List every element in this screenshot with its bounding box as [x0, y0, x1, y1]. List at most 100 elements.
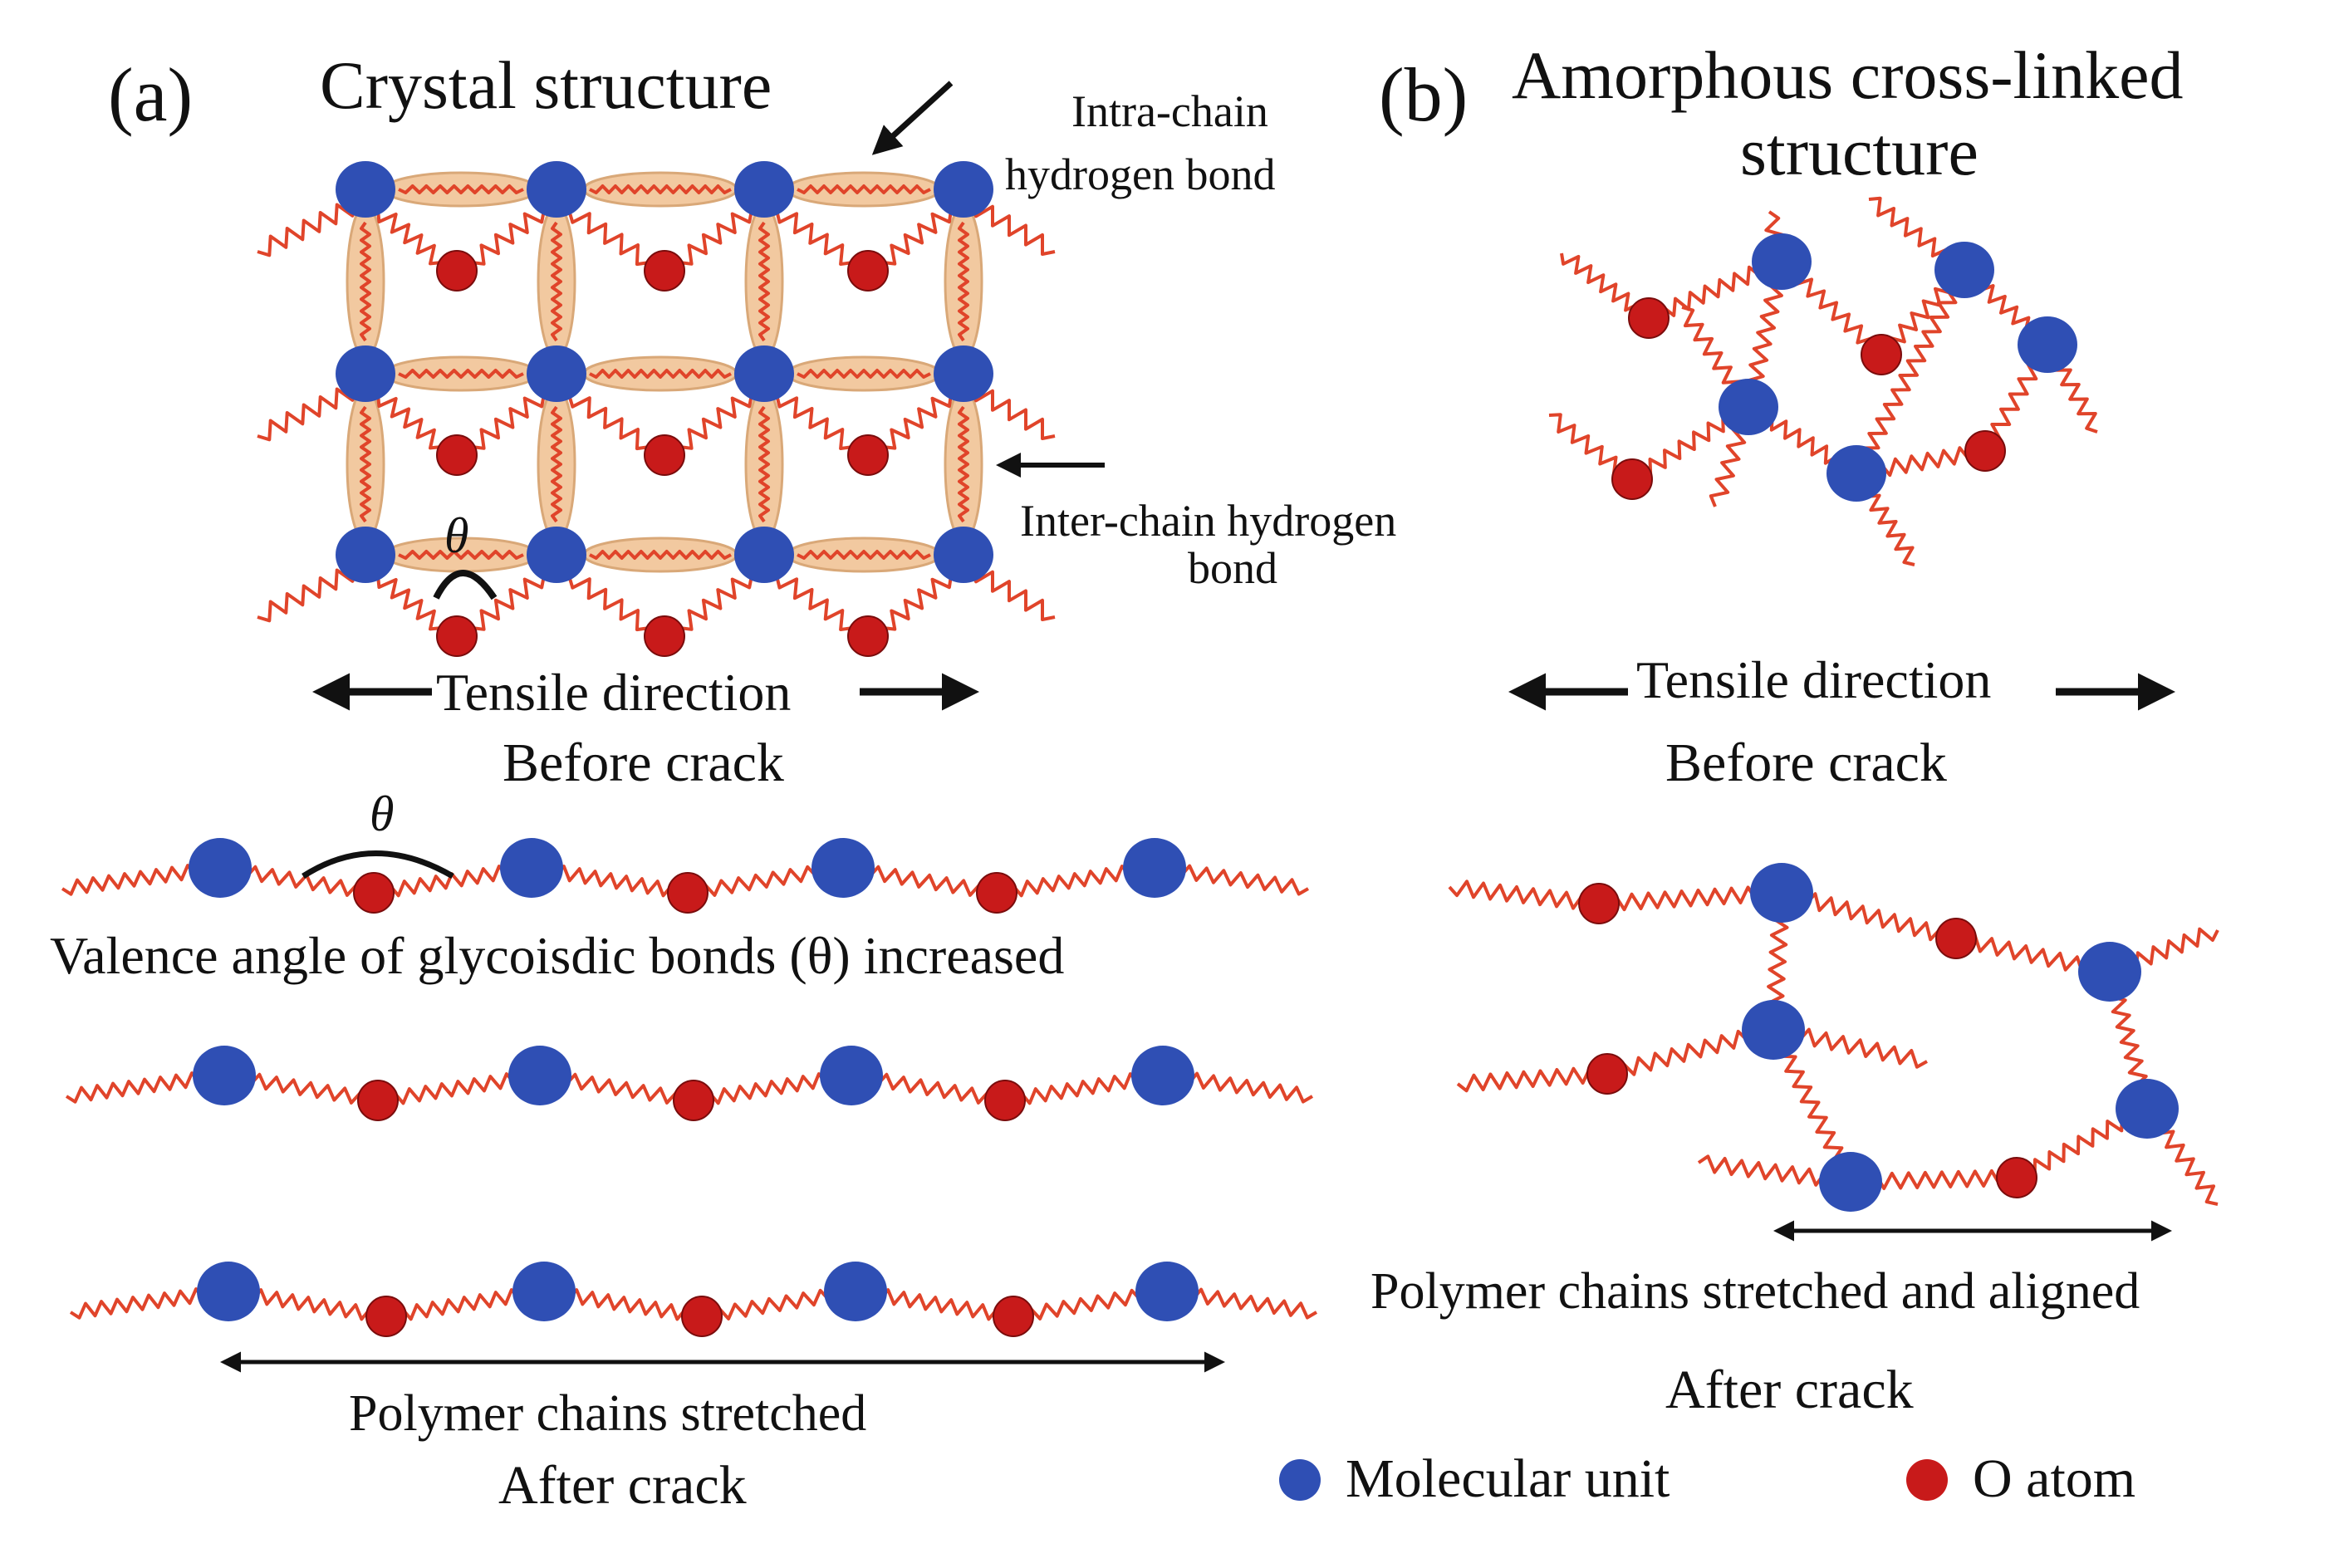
panel-b-title-line2: structure: [1740, 114, 1979, 189]
intra-chain-hydrogen-bond: [786, 537, 942, 573]
legend-o-atom-swatch: [1906, 1459, 1948, 1501]
crystal-chain-segment: [775, 575, 854, 631]
tensile-direction-label-b: Tensile direction: [1636, 650, 1991, 709]
o-atom: [681, 1296, 723, 1337]
molecular-unit-atom: [197, 1262, 260, 1321]
molecular-unit-atom: [1750, 863, 1813, 923]
after-crack-label-b: After crack: [1665, 1360, 1914, 1420]
crystal-chain-segment: [471, 394, 546, 450]
crystal-chain-segment: [970, 569, 1056, 621]
intra-chain-bond-line: [398, 550, 524, 560]
intra-chain-bond-line: [797, 369, 931, 379]
crystal-chain-segment: [970, 388, 1056, 440]
inter-chain-hydrogen-bond: [944, 386, 983, 542]
before-crack-label-b: Before crack: [1665, 733, 1947, 793]
molecular-unit-atom: [824, 1262, 887, 1321]
legend-o-atom-label: O atom: [1973, 1448, 2135, 1509]
inter-chain-bond-line: [958, 221, 969, 342]
intra-chain-hydrogen-bond: [786, 171, 942, 208]
inter-chain-bond-line: [360, 405, 371, 523]
o-atom: [673, 1080, 714, 1121]
molecular-unit-atom: [512, 1262, 576, 1321]
o-atom: [436, 250, 478, 292]
crystal-chain-segment: [567, 209, 650, 267]
intra-chain-pointer-arrow: [871, 81, 954, 155]
crystal-chain-segment: [376, 394, 443, 450]
molecular-unit-atom: [812, 838, 875, 898]
molecular-unit-atom: [1135, 1262, 1199, 1321]
crystal-chain-segment: [257, 387, 359, 442]
intra-chain-label-line1: Intra-chain: [1071, 86, 1268, 136]
hydrogen-bond-layer: [346, 171, 983, 573]
inter-chain-hydrogen-bond: [346, 203, 385, 360]
panel-a-title: Crystal structure: [320, 47, 772, 123]
molecular-unit-atom: [2078, 942, 2141, 1002]
o-atom: [847, 434, 889, 476]
amorphous-chain-segment: [1851, 268, 1965, 474]
inter-chain-bond-line: [551, 405, 562, 523]
molecular-unit-atom: [1123, 838, 1186, 898]
o-atom: [436, 434, 478, 476]
intra-chain-bond-line: [797, 550, 931, 560]
molecular-unit-atom: [734, 527, 794, 583]
molecular-unit-atom: [527, 345, 586, 402]
molecular-unit-atom: [189, 838, 252, 898]
aligned-chain-segment: [1448, 880, 1601, 912]
crystal-chain-segment: [567, 394, 650, 451]
crystal-chain-segment: [376, 575, 443, 631]
o-atom: [1935, 918, 1977, 959]
o-atom: [1628, 297, 1670, 339]
intra-chain-label-line2: hydrogen bond: [1005, 149, 1275, 199]
molecular-unit-atom: [1752, 233, 1812, 290]
aligned-label-b: Polymer chains stretched and aligned: [1370, 1263, 2140, 1320]
legend: Molecular unit O atom: [1279, 1448, 2135, 1509]
after-crack-label-a: After crack: [498, 1455, 747, 1516]
o-atom: [1964, 430, 2006, 472]
molecular-unit-atom: [336, 527, 395, 583]
o-atom: [976, 872, 1017, 914]
molecular-unit-atom: [1819, 1152, 1882, 1212]
inter-chain-bond-line: [360, 221, 371, 342]
crystal-chain-segment: [882, 394, 953, 450]
o-atom: [1586, 1053, 1628, 1095]
intra-chain-hydrogen-bond: [786, 355, 942, 392]
aligned-chain-segment: [1456, 1066, 1609, 1093]
o-atom: [436, 615, 478, 657]
valence-angle-label: Valence angle of glycoisdic bonds (θ) in…: [50, 926, 1064, 985]
o-atom: [847, 250, 889, 292]
o-atom: [365, 1296, 407, 1337]
molecular-unit-atom: [500, 838, 563, 898]
stretched-label-a: Polymer chains stretched: [349, 1385, 866, 1442]
o-atom: [847, 615, 889, 657]
molecular-unit-atom: [1131, 1046, 1194, 1105]
o-atom: [357, 1080, 399, 1121]
legend-molecular-unit-swatch: [1279, 1459, 1321, 1501]
crystal-chain-segment: [882, 209, 953, 266]
molecular-unit-atom: [508, 1046, 571, 1105]
theta-arc-crystal: [433, 570, 498, 600]
annotation-arrows: [220, 81, 2175, 1373]
molecular-unit-atom: [934, 161, 993, 218]
crystal-chain-segment: [257, 568, 359, 623]
molecular-unit-atom: [734, 345, 794, 402]
intra-chain-bond-line: [589, 369, 732, 379]
panel-a-label: (a): [108, 52, 193, 137]
molecular-unit-atom: [934, 345, 993, 402]
inter-chain-label-line1: Inter-chain hydrogen: [1020, 496, 1396, 546]
intra-chain-bond-line: [797, 184, 931, 194]
inter-chain-bond-line: [758, 221, 770, 342]
molecular-unit-atom: [336, 345, 395, 402]
molecular-unit-atom: [1827, 445, 1886, 502]
crystal-chain-segment: [970, 203, 1056, 256]
o-atom: [667, 872, 709, 914]
theta-arc-stretched: [302, 850, 454, 880]
intra-chain-bond-line: [398, 184, 524, 194]
crystal-chain-segment: [471, 575, 546, 631]
crystal-chain-segment: [882, 575, 953, 631]
molecular-unit-atom: [1719, 379, 1778, 435]
molecular-unit-atom: [2116, 1079, 2179, 1139]
crystal-chain-segment: [376, 209, 443, 266]
molecular-unit-atom: [934, 527, 993, 583]
tensile-direction-label-a: Tensile direction: [436, 663, 791, 722]
inter-chain-bond-line: [551, 221, 562, 342]
